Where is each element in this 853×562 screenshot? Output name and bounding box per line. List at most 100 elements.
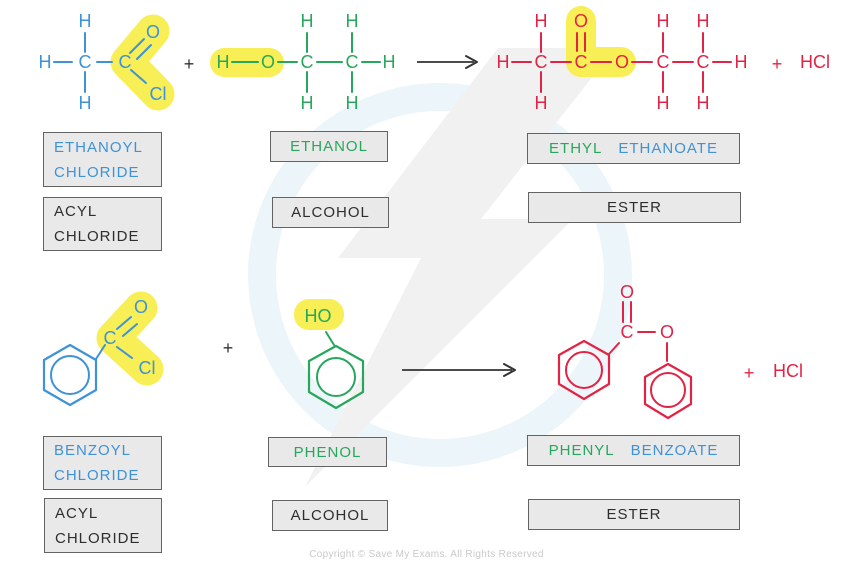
plus-sign: + (184, 54, 195, 74)
plus-sign: + (223, 338, 234, 358)
type-text: ALCOHOL (291, 204, 370, 221)
hydrogen-atom: H (346, 11, 359, 31)
phenol-structure: HO (294, 299, 365, 410)
reaction1-arrow (417, 55, 478, 69)
watermark-logo (248, 48, 632, 487)
carbon-atom: C (535, 52, 548, 72)
type-text: ALCOHOL (290, 507, 370, 524)
hydrogen-atom: H (39, 52, 52, 72)
alcohol-type-box-2: ALCOHOL (272, 500, 388, 531)
benzoyl-chloride-structure: C O Cl (42, 291, 164, 407)
benzene-ring (643, 362, 693, 420)
chlorine-atom: Cl (139, 358, 156, 378)
benzene-ring (42, 343, 98, 407)
ester-type-box-1: ESTER (528, 192, 741, 223)
name-word: ETHYL (549, 140, 603, 157)
hydrogen-atom: H (735, 52, 748, 72)
hydrogen-atom: H (697, 11, 710, 31)
carbon-atom: C (119, 52, 132, 72)
hydrogen-atom: H (79, 11, 92, 31)
name-text: PHENOL (293, 443, 362, 461)
benzene-ring (307, 344, 365, 410)
oxygen-atom: O (146, 22, 160, 42)
benzene-ring-circle (650, 372, 686, 408)
arrowhead-icon (465, 55, 478, 69)
phenol-bonds (325, 331, 335, 346)
benzene-ring-circle (50, 355, 90, 395)
carbon-atom: C (79, 52, 92, 72)
chlorine-atom: Cl (150, 84, 167, 104)
lightning-bolt-icon (305, 48, 615, 487)
benzene-ring-circle (316, 357, 356, 397)
oxygen-atom: O (134, 297, 148, 317)
name-word: BENZOATE (630, 442, 719, 459)
hydrogen-atom: H (79, 93, 92, 113)
type-line: ACYL (55, 504, 99, 522)
name-line: BENZOYL (54, 442, 132, 459)
type-line: ACYL (54, 203, 98, 220)
ethanol-name-box: ETHANOL (270, 131, 388, 162)
ethanoyl-chloride-bonds (53, 32, 152, 93)
ethanol-bonds (231, 32, 381, 93)
hydrogen-atom: H (535, 11, 548, 31)
reaction1-plus: + (184, 54, 195, 74)
phenol-name-box: PHENOL (268, 437, 387, 467)
acyl-chloride-type-box-1: ACYL CHLORIDE (43, 197, 162, 251)
copyright-text: Copyright © Save My Exams. All Rights Re… (309, 549, 544, 560)
carbon-atom: C (657, 52, 670, 72)
ethanol-structure: H O H H C C H H H (210, 11, 396, 113)
carbon-atom: C (104, 328, 117, 348)
ester-type-box-2: ESTER (528, 499, 740, 530)
acyl-group-highlight (96, 291, 164, 386)
phenyl-benzoate-bonds (608, 301, 668, 362)
name-line: CHLORIDE (54, 163, 140, 181)
benzene-ring (557, 339, 611, 401)
acyl-chloride-type-box-2: ACYL CHLORIDE (44, 498, 162, 553)
hydrogen-atom: H (301, 93, 314, 113)
benzene-ring-circle (565, 351, 603, 389)
acyl-group-highlight (110, 14, 175, 111)
hydrogen-atom: H (497, 52, 510, 72)
plus-sign: + (744, 363, 755, 383)
oxygen-atom: O (615, 52, 629, 72)
name-word: PHENYL (548, 442, 615, 459)
reaction1-byproduct: + HCl (772, 52, 830, 74)
hydrogen-atom: H (657, 93, 670, 113)
hydroxyl-group: HO (305, 306, 332, 326)
reaction2-arrow (402, 363, 516, 377)
hcl-molecule: HCl (773, 361, 803, 381)
type-text: ESTER (606, 506, 662, 523)
watermark-circle (248, 83, 632, 467)
hydrogen-atom: H (346, 93, 359, 113)
ethyl-ethanoate-bonds (511, 32, 732, 93)
phenyl-benzoate-name-box: PHENYL BENZOATE (527, 435, 740, 466)
hydrogen-atom: H (217, 52, 230, 72)
hydrogen-atom: H (535, 93, 548, 113)
hydroxyl-group-highlight (294, 299, 344, 330)
carbon-atom: C (575, 52, 588, 72)
name-line: ETHANOYL (54, 138, 143, 156)
ethanoyl-chloride-name-box: ETHANOYL CHLORIDE (43, 132, 162, 187)
oxygen-atom: O (261, 52, 275, 72)
ethyl-ethanoate-structure: H H C H O C O H C H H C H H (497, 6, 748, 113)
reaction2-byproduct: + HCl (744, 361, 803, 383)
name-line: CHLORIDE (54, 467, 140, 484)
plus-sign: + (772, 54, 783, 74)
benzoyl-chloride-bonds (95, 316, 138, 360)
oxygen-atom: O (574, 11, 588, 31)
hydrogen-atom: H (657, 11, 670, 31)
hydrogen-atom: H (383, 52, 396, 72)
alcohol-type-box-1: ALCOHOL (272, 197, 389, 228)
carbon-atom: C (697, 52, 710, 72)
name-word: ETHANOATE (618, 140, 718, 157)
name-text: ETHANOL (290, 138, 368, 155)
hydrogen-atom: H (301, 11, 314, 31)
carbon-atom: C (621, 322, 634, 342)
hydrogen-atom: H (697, 93, 710, 113)
carbon-atom: C (346, 52, 359, 72)
oxygen-atom: O (660, 322, 674, 342)
oxygen-atom: O (620, 282, 634, 302)
reaction2-plus: + (223, 338, 234, 358)
